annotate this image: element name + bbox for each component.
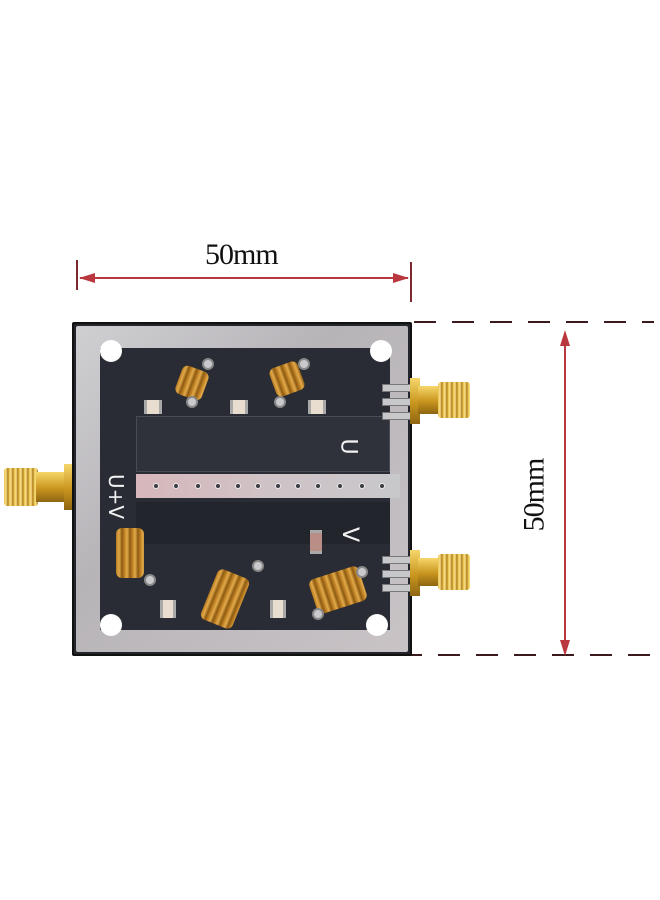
mounting-hole <box>100 340 122 362</box>
smd-capacitor <box>144 400 162 414</box>
port-label-u: U <box>335 438 361 455</box>
via <box>380 484 384 488</box>
upper-trace-area <box>136 416 390 472</box>
solder-pad <box>312 608 324 620</box>
via <box>256 484 260 488</box>
via <box>338 484 342 488</box>
width-dimension-line <box>80 277 408 279</box>
connector-flange <box>410 550 420 596</box>
via <box>174 484 178 488</box>
connector-flange <box>64 464 74 510</box>
solder-pad <box>356 566 368 578</box>
mounting-hole <box>370 340 392 362</box>
arrow-left-icon <box>79 273 95 283</box>
connector-thread <box>438 554 470 590</box>
connector-thread <box>438 382 470 418</box>
sma-connector-v <box>382 548 486 604</box>
smd-capacitor <box>160 600 176 618</box>
solder-pad <box>186 396 198 408</box>
connector-body <box>418 386 440 414</box>
smd-capacitor <box>230 400 248 414</box>
arrow-right-icon <box>393 273 409 283</box>
smd-capacitor <box>270 600 286 618</box>
connector-body <box>36 472 66 502</box>
mounting-hole <box>366 614 388 636</box>
port-label-common: U+V <box>104 474 128 520</box>
height-dimension-label: 50mm <box>517 458 551 532</box>
port-label-v: V <box>337 526 363 543</box>
solder-pad <box>202 358 214 370</box>
lower-trace-area <box>136 502 390 544</box>
connector-thread <box>4 468 38 506</box>
solder-pad <box>144 574 156 586</box>
via <box>296 484 300 488</box>
via <box>360 484 364 488</box>
arrow-up-icon <box>560 330 570 346</box>
connector-flange <box>410 378 420 424</box>
via <box>316 484 320 488</box>
via <box>276 484 280 488</box>
smd-capacitor <box>310 530 322 554</box>
width-dimension-right-tick <box>410 262 412 302</box>
inductor-coil <box>116 528 144 578</box>
solder-pad <box>298 358 310 370</box>
width-dimension-left-tick <box>76 260 78 290</box>
solder-pad <box>252 560 264 572</box>
solder-pad <box>274 396 286 408</box>
height-dimension-bottom-guide <box>400 654 656 656</box>
via <box>216 484 220 488</box>
width-dimension-label: 50mm <box>205 238 279 271</box>
mounting-hole <box>100 614 122 636</box>
arrow-down-icon <box>560 640 570 656</box>
via <box>236 484 240 488</box>
via <box>196 484 200 488</box>
smd-capacitor <box>308 400 326 414</box>
center-ground-strip <box>136 474 400 498</box>
via <box>154 484 158 488</box>
connector-body <box>418 558 440 586</box>
sma-connector-u <box>382 376 486 432</box>
height-dimension-line <box>564 334 566 652</box>
height-dimension-top-guide <box>414 321 654 323</box>
pcb-board: U V U+V <box>72 322 412 656</box>
